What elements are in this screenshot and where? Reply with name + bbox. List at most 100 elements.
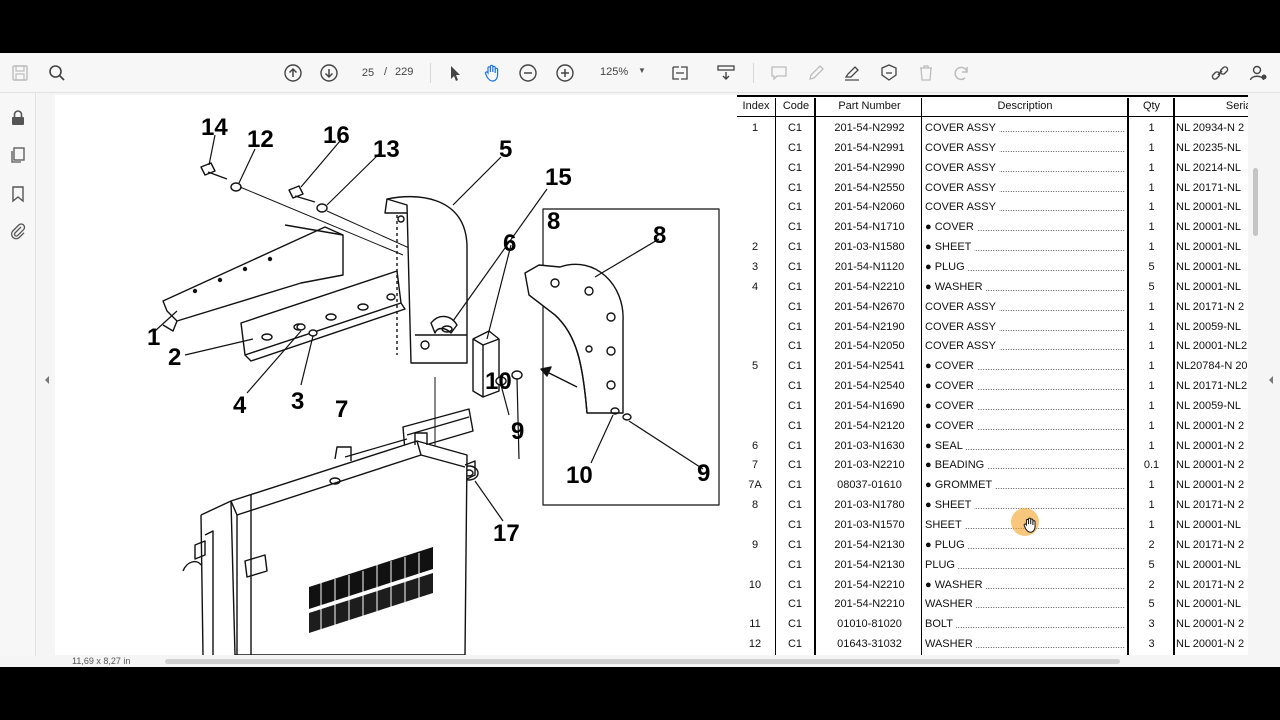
row-description: ● COVER (925, 380, 977, 393)
arrow-up-circle-icon[interactable] (281, 61, 305, 85)
row-part-number: 201-54-N2210 (834, 578, 905, 591)
dot-leader: ........................................… (925, 342, 1125, 353)
dot-leader: ........................................… (925, 322, 1125, 333)
row-code: C1 (787, 419, 803, 432)
comment-icon[interactable] (767, 61, 791, 85)
dot-leader: ........................................… (925, 124, 1125, 134)
row-description: SHEET (925, 519, 965, 531)
row-part-number: 201-54-N2050 (834, 340, 905, 353)
cursor-arrow-icon[interactable] (443, 61, 467, 85)
dot-leader: ........................................… (925, 262, 1125, 273)
page-number-input[interactable] (355, 62, 381, 84)
row-part-number: 201-03-N1570 (834, 519, 905, 531)
dot-leader: ........................................… (925, 243, 1125, 254)
column-divider (775, 98, 776, 655)
trash-icon[interactable] (914, 61, 938, 85)
edit-text-icon[interactable] (877, 61, 901, 85)
callout-label: 1 (147, 324, 160, 351)
row-description: COVER ASSY (925, 181, 999, 194)
row-qty: 1 (1148, 479, 1155, 492)
account-icon[interactable] (1246, 61, 1270, 85)
row-serial: NL 20001-NL (1176, 241, 1242, 254)
dot-leader: ........................................… (925, 540, 1125, 551)
row-code: C1 (787, 181, 803, 194)
row-index: 11 (749, 618, 761, 631)
callout-label: 13 (373, 136, 400, 163)
callout-label: 5 (499, 136, 512, 163)
row-code: C1 (787, 499, 803, 512)
arrow-down-circle-icon[interactable] (317, 61, 341, 85)
row-index: 8 (751, 499, 759, 512)
row-code: C1 (787, 380, 803, 393)
row-serial: NL 20001-N 2 (1176, 638, 1245, 651)
row-description: COVER ASSY (925, 122, 999, 134)
attachment-icon[interactable] (7, 220, 29, 242)
status-bar: 11,69 x 8,27 in (0, 656, 1280, 667)
row-serial: NL 20001-NL (1176, 598, 1242, 611)
collapse-right-arrow-icon[interactable] (1266, 372, 1276, 388)
dot-leader: ........................................… (925, 382, 1125, 393)
zoom-dropdown[interactable]: 125% ▼ (594, 62, 652, 84)
page-size-label: 11,69 x 8,27 in (72, 656, 131, 666)
zoom-out-icon[interactable] (516, 61, 540, 85)
save-icon[interactable] (8, 61, 32, 85)
scroll-mode-icon[interactable] (714, 61, 738, 85)
row-part-number: 201-54-N2210 (834, 280, 905, 293)
row-description: ● SHEET (925, 499, 975, 512)
row-description: COVER ASSY (925, 340, 999, 353)
row-description: BOLT (925, 618, 956, 631)
collapse-left-arrow-icon[interactable] (42, 372, 52, 388)
bookmark-icon[interactable] (7, 183, 29, 205)
dot-leader: ........................................… (925, 362, 1125, 373)
lock-icon[interactable] (7, 107, 29, 129)
row-qty: 1 (1148, 221, 1155, 234)
column-header-qty: Qty (1142, 100, 1161, 112)
callout-label: 3 (291, 388, 304, 415)
dot-leader: ........................................… (925, 580, 1125, 591)
hand-icon[interactable] (480, 61, 504, 85)
page-fit-icon[interactable] (668, 61, 692, 85)
row-code: C1 (787, 479, 803, 492)
row-index: 5 (751, 360, 759, 373)
hand-cursor-icon (1023, 517, 1036, 533)
row-part-number: 201-54-N1710 (834, 221, 905, 234)
vertical-scrollbar[interactable] (1253, 168, 1258, 236)
share-link-icon[interactable] (1208, 61, 1232, 85)
row-index: 12 (748, 638, 762, 651)
row-qty: 3 (1148, 638, 1155, 651)
row-index: 2 (751, 241, 759, 254)
row-serial: NL 20059-NL (1176, 320, 1242, 333)
row-serial: NL 20214-NL (1176, 161, 1242, 174)
zoom-in-icon[interactable] (553, 61, 577, 85)
row-description: ● COVER (925, 399, 977, 412)
chevron-down-icon: ▼ (638, 66, 646, 75)
row-part-number: 201-54-N2550 (834, 181, 905, 194)
signature-icon[interactable] (840, 61, 864, 85)
horizontal-scrollbar[interactable] (165, 659, 1120, 664)
pages-icon[interactable] (7, 144, 29, 166)
row-serial: NL 20001-N 2 (1176, 618, 1245, 631)
row-description: COVER ASSY (925, 320, 999, 333)
row-code: C1 (787, 161, 803, 174)
parts-table: Index Code Part Number Description Qty S… (737, 95, 1248, 655)
dot-leader: ........................................… (925, 640, 1125, 651)
row-description: ● SHEET (925, 241, 975, 254)
document-page: 14 12 16 13 5 15 8 6 8 1 2 4 3 7 10 9 10… (55, 95, 1248, 655)
find-icon[interactable] (45, 61, 69, 85)
row-index: 7A (748, 479, 762, 492)
row-serial: NL 20235-NL (1176, 141, 1242, 154)
column-header-part-number: Part Number (838, 100, 901, 112)
dot-leader: ........................................… (925, 501, 1125, 512)
row-part-number: 201-54-N2130 (834, 538, 905, 551)
row-part-number: 201-03-N1580 (834, 241, 905, 254)
pen-icon[interactable] (804, 61, 828, 85)
redo-icon[interactable] (950, 61, 974, 85)
